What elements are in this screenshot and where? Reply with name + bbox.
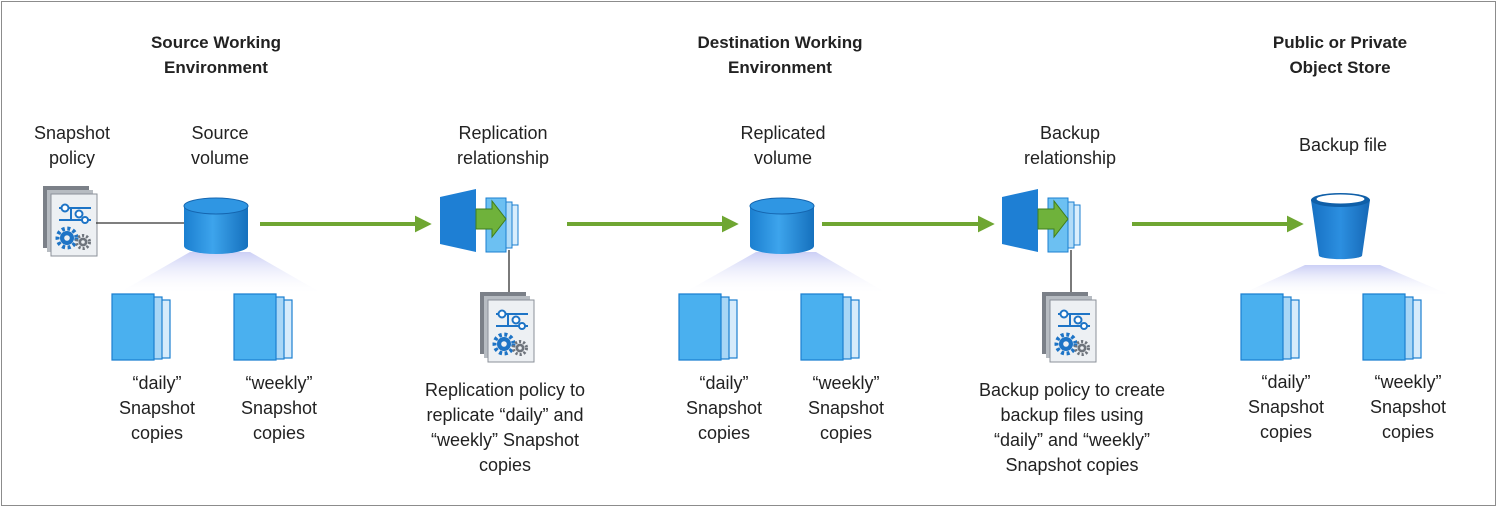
header-line: Object Store [1289,58,1391,77]
header-line: Environment [728,58,832,77]
label-line: “daily” [1261,372,1311,392]
label-snapshot-policy: Snapshot policy [22,121,122,171]
label-replication-relationship: Replication relationship [433,121,573,171]
label-line: relationship [1023,148,1117,168]
header-line: Public or Private [1272,33,1408,52]
label-line: Snapshot [807,398,885,418]
label-line: copies [819,423,873,443]
label-line: “daily” [699,373,749,393]
header-line: Environment [164,58,268,77]
label-line: “weekly” Snapshot [430,430,580,450]
label-line: “daily” [132,373,182,393]
backup-relationship-icon [1001,188,1081,253]
label-line: Replication policy to [424,380,586,400]
label-line: replicate “daily” and [426,405,584,425]
label-source-weekly-copies: “weekly” Snapshot copies [229,371,329,446]
replication-relationship-icon [439,188,519,253]
header-line: Destination Working [697,33,863,52]
label-line: Snapshot [33,123,111,143]
object-store-beam [1235,265,1455,297]
label-backup-relationship: Backup relationship [1000,121,1140,171]
header-destination-environment: Destination Working Environment [660,30,900,80]
label-line: Replicated [740,123,826,143]
label-line: Snapshot [685,398,763,418]
backup-policy-icon [1040,290,1098,364]
label-line: “weekly” [245,373,313,393]
destination-daily-snapshot-stack [678,293,738,361]
source-volume-beam [115,252,325,295]
label-line: copies [478,455,532,475]
label-object-store-daily-copies: “daily” Snapshot copies [1236,370,1336,445]
label-line: copies [130,423,184,443]
label-source-daily-copies: “daily” Snapshot copies [107,371,207,446]
label-line: Snapshot [240,398,318,418]
label-line: Source [191,123,249,143]
label-line: Snapshot [1369,397,1447,417]
label-backup-file: Backup file [1283,133,1403,158]
label-line: copies [1259,422,1313,442]
label-line: Backup file [1298,135,1388,155]
label-line: “daily” and “weekly” [993,430,1151,450]
label-object-store-weekly-copies: “weekly” Snapshot copies [1358,370,1458,445]
replication-policy-icon [478,290,536,364]
label-line: policy [48,148,96,168]
label-line: “weekly” [1374,372,1442,392]
object-store-weekly-snapshot-stack [1362,293,1422,361]
destination-weekly-snapshot-stack [800,293,860,361]
label-replication-policy: Replication policy to replicate “daily” … [405,378,605,478]
label-line: copies [1381,422,1435,442]
label-line: volume [753,148,813,168]
label-line: copies [697,423,751,443]
label-line: Snapshot copies [1005,455,1139,475]
replicated-volume-icon [749,197,815,255]
label-line: copies [252,423,306,443]
bucket-icon [1311,193,1370,260]
label-line: Snapshot [1247,397,1325,417]
source-weekly-snapshot-stack [233,293,293,361]
label-destination-weekly-copies: “weekly” Snapshot copies [796,371,896,446]
label-line: Backup policy to create [978,380,1166,400]
label-source-volume: Source volume [170,121,270,171]
header-line: Source Working [150,33,282,52]
label-line: Backup [1039,123,1101,143]
label-line: relationship [456,148,550,168]
label-line: backup files using [1000,405,1144,425]
label-line: Snapshot [118,398,196,418]
label-line: “weekly” [812,373,880,393]
label-destination-daily-copies: “daily” Snapshot copies [674,371,774,446]
source-daily-snapshot-stack [111,293,171,361]
label-replicated-volume: Replicated volume [718,121,848,171]
snapshot-policy-icon [41,184,99,258]
replicated-volume-beam [680,252,890,295]
header-object-store: Public or Private Object Store [1240,30,1440,80]
header-source-environment: Source Working Environment [116,30,316,80]
label-line: volume [190,148,250,168]
object-store-daily-snapshot-stack [1240,293,1300,361]
label-line: Replication [458,123,548,143]
source-volume-icon [183,197,249,255]
label-backup-policy: Backup policy to create backup files usi… [962,378,1182,478]
